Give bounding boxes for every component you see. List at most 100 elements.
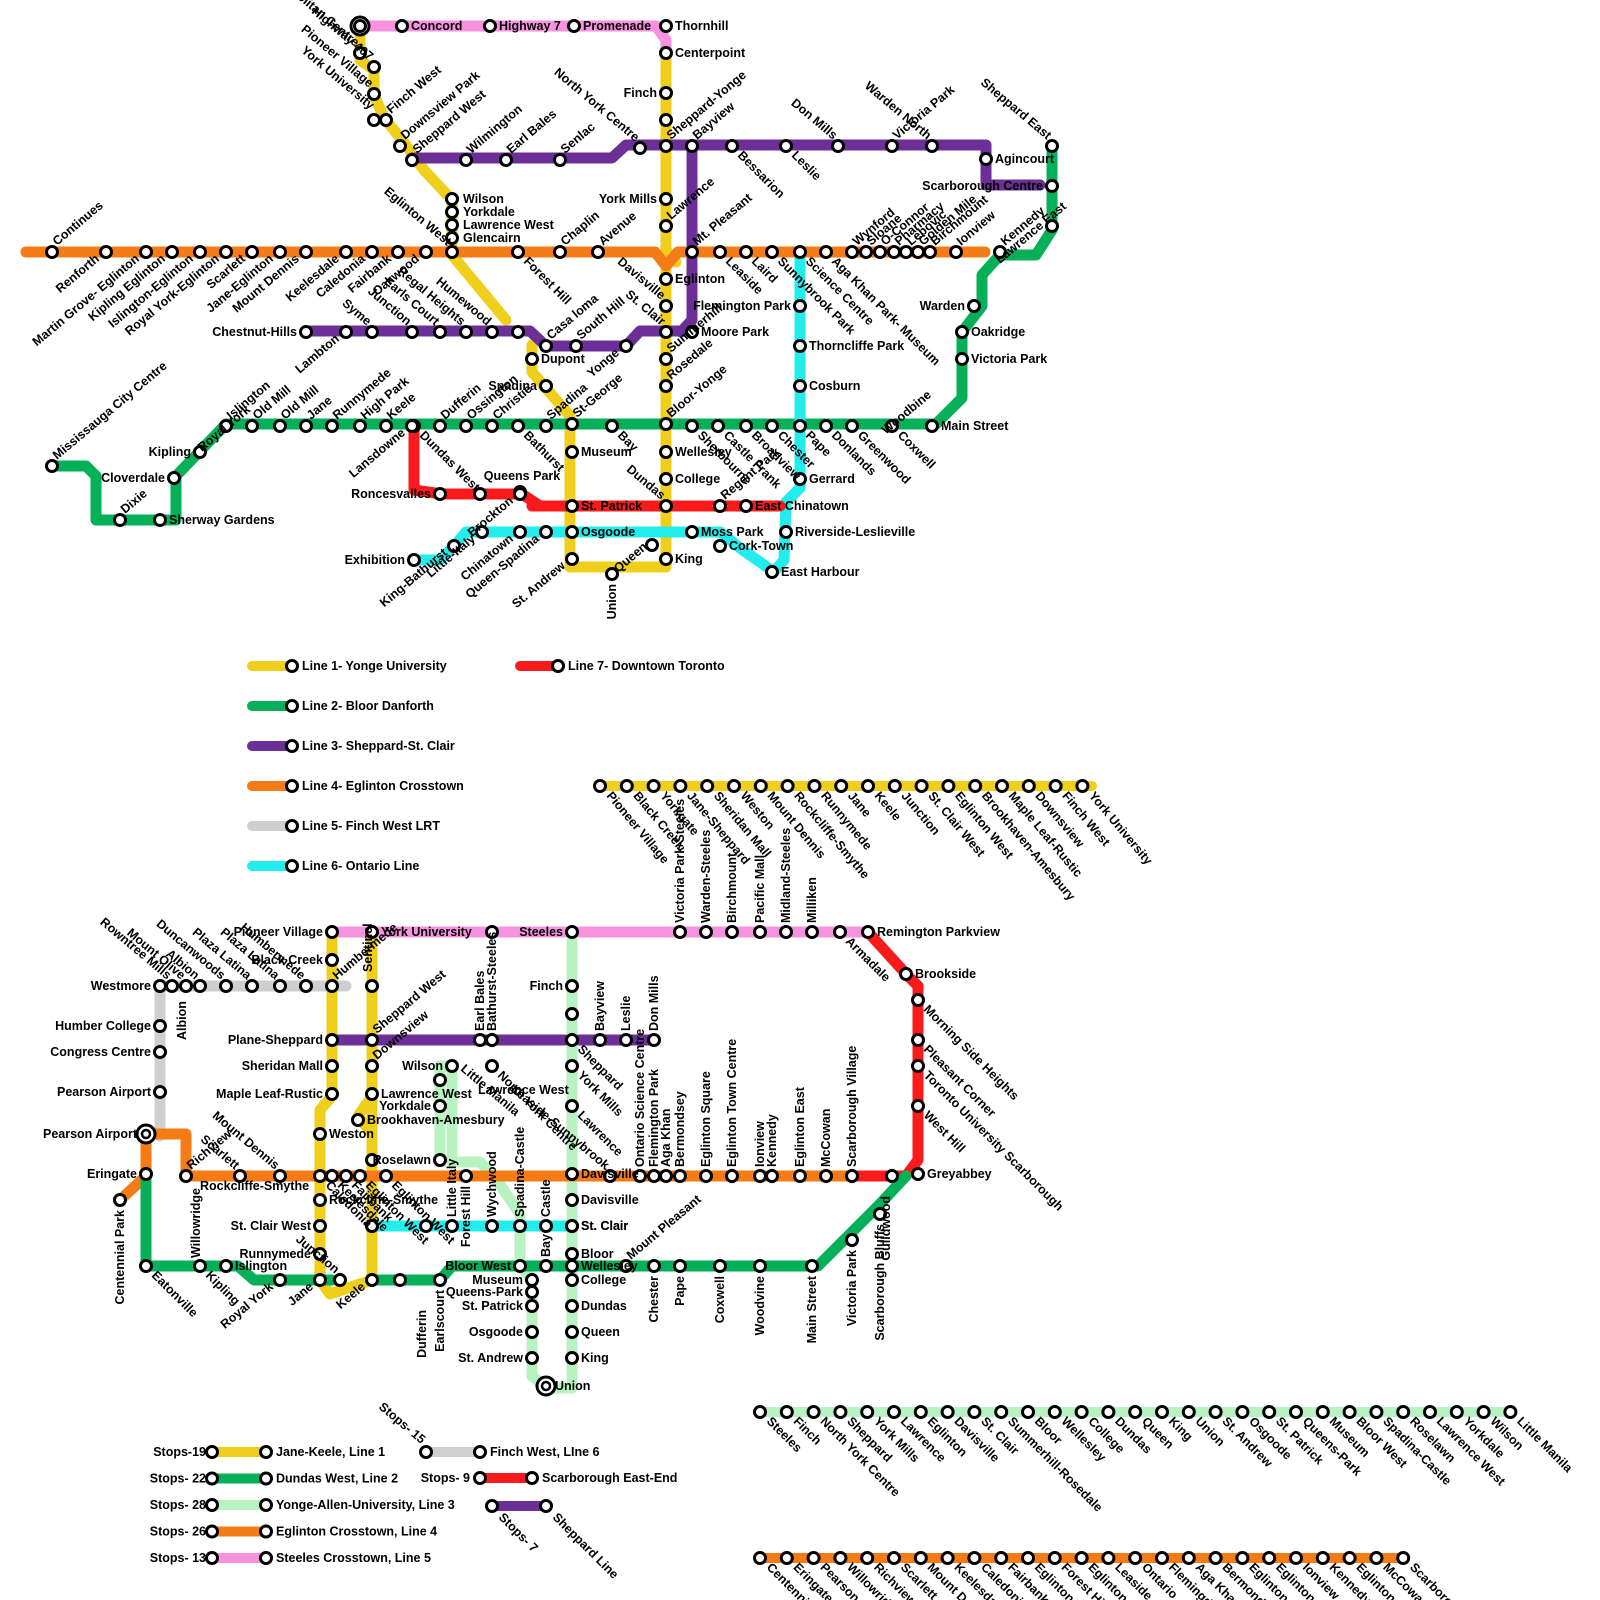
label-sheppard-line: Sheppard Line	[550, 1510, 621, 1581]
station-sheppard-west-225	[365, 1033, 379, 1047]
station-morning-side-heights-190	[911, 993, 925, 1007]
label-keele: Keele	[872, 789, 904, 824]
label-senlac: Senlac	[558, 120, 598, 157]
station-plaza-latina-201	[245, 979, 259, 993]
station-kennedy-369	[1315, 1551, 1330, 1565]
station-eglinton-town-centre-277	[725, 1169, 739, 1183]
station-syme-62	[365, 325, 379, 339]
label-davisville: Davisville	[581, 1193, 639, 1207]
station-bessarion-49	[725, 139, 739, 153]
station-chaplin-82	[553, 245, 567, 259]
station-christie-112	[485, 419, 499, 433]
station-oakridge-126	[955, 325, 969, 339]
station-black-creek-159	[619, 779, 634, 793]
station-finch-west-11	[379, 113, 393, 127]
station-spadina-castle-253	[513, 1219, 527, 1233]
station-finch-320	[779, 1405, 794, 1419]
label-pioneer-village: Pioneer Village	[234, 925, 323, 939]
label-line-1-yonge-university: Line 1- Yonge University	[302, 659, 447, 673]
label-promenade: Promenade	[583, 19, 651, 33]
station-don-mills-230	[647, 1033, 661, 1047]
station-pape-120	[793, 419, 807, 433]
label-college: College	[675, 472, 720, 486]
station-ossington-111	[459, 419, 473, 433]
label-leslie: Leslie	[619, 996, 633, 1031]
label-castle: Castle	[539, 1179, 553, 1217]
station-kennedy-279	[765, 1169, 779, 1183]
station-queen-30	[645, 538, 659, 552]
station-old-mill-104	[273, 419, 287, 433]
station-leaside-361	[1101, 1551, 1116, 1565]
label-cosburn: Cosburn	[809, 379, 860, 393]
station-west-hill-193	[911, 1099, 925, 1113]
label-line-3-sheppard-st-clair: Line 3- Sheppard-St. Clair	[302, 739, 455, 753]
station-regent-park-149	[713, 499, 727, 513]
station-lb-end-304	[259, 1445, 273, 1459]
station-king-bathurst-134	[447, 539, 461, 553]
interchange-ring	[140, 1128, 152, 1140]
station-martin-grove-eglinton-70	[139, 245, 153, 259]
station-north-york-centre-321	[806, 1405, 821, 1419]
station-oakwood-80	[419, 245, 433, 259]
station-keelesdale-266	[325, 1169, 339, 1183]
station-lb-end-310	[259, 1524, 273, 1539]
interchange-ring	[540, 1380, 552, 1392]
label-milliken: Milliken	[805, 877, 819, 923]
station-st-clair-west-299	[365, 1219, 379, 1233]
label-stops-9: Stops- 9	[421, 1471, 470, 1485]
label-maple-leaf-rustic: Maple Leaf-Rustic	[216, 1087, 323, 1101]
station-eatonville-283	[139, 1259, 153, 1273]
label-cork-town: Cork-Town	[729, 539, 793, 553]
station-sherway-gardens-99	[153, 513, 167, 527]
label-forest-hill: Forest Hill	[459, 1186, 473, 1247]
station-main-street-296	[805, 1259, 819, 1273]
label-runnymede: Runnymede	[239, 1247, 311, 1261]
station-golden-mile-94	[911, 245, 925, 259]
label-st-clair: St. Clair	[581, 1219, 628, 1233]
station-college-241	[565, 1273, 579, 1287]
station-osgoode-26	[565, 525, 579, 539]
label-humber-college: Humber College	[55, 1019, 151, 1033]
label-toronto-university-scarborough: Toronto University Scarborough	[921, 1068, 1066, 1213]
label-pacific-mall: Pacific Mall	[753, 855, 767, 923]
label-chestnut-hills: Chestnut-Hills	[212, 325, 297, 339]
label-coxwell: Coxwell	[713, 1276, 727, 1323]
label-plane-sheppard: Plane-Sheppard	[228, 1033, 323, 1047]
label-museum: Museum	[472, 1273, 523, 1287]
station-humewood-66	[485, 325, 499, 339]
label-line-4-eglinton-crosstown: Line 4- Eglinton Crosstown	[302, 779, 464, 793]
station-ontario-362	[1128, 1551, 1143, 1565]
station-kipling-101	[193, 445, 207, 459]
station-bermondsey-275	[673, 1169, 687, 1183]
station-dundas-242	[565, 1299, 579, 1313]
station-brookside-189	[899, 967, 913, 981]
label-eglinton-square: Eglinton Square	[699, 1071, 713, 1167]
station-finch-232	[565, 1007, 579, 1021]
label-st-patrick: St. Patrick	[462, 1299, 523, 1313]
station-sheppard-east-132	[1045, 139, 1059, 153]
station-roncesvalles-146	[433, 487, 447, 501]
station-lb-end-306	[259, 1471, 273, 1486]
station-centerpoint-6	[659, 46, 673, 60]
station-keele-108	[379, 419, 393, 433]
station-legend-line2-152	[285, 699, 299, 713]
station-lb-start-311	[205, 1551, 219, 1565]
station-donlands-121	[819, 419, 833, 433]
station-l1-15	[445, 192, 459, 206]
station-yorkdale-257	[433, 1073, 447, 1087]
label-yorkdale: Yorkdale	[379, 1099, 431, 1113]
station-lb5a-313	[419, 1445, 433, 1459]
station-lawrence-235	[565, 1099, 579, 1113]
station-osgoode-337	[1235, 1405, 1250, 1419]
label-line-6-ontario-line: Line 6- Ontario Line	[302, 859, 419, 873]
station-ionview-278	[753, 1169, 767, 1183]
label-jane-keele-line-1: Jane-Keele, Line 1	[276, 1445, 385, 1459]
station-richview-262	[179, 1169, 193, 1183]
station-wilmington-44	[459, 153, 473, 167]
station-yorkdale-345	[1449, 1405, 1464, 1419]
station-legend-line7-157	[551, 659, 565, 673]
station-royal-york-eglinton-73	[219, 245, 233, 259]
label-steeles-crosstown-line-5: Steeles Crosstown, Line 5	[276, 1551, 431, 1565]
label-stops-28: Stops- 28	[150, 1498, 206, 1512]
